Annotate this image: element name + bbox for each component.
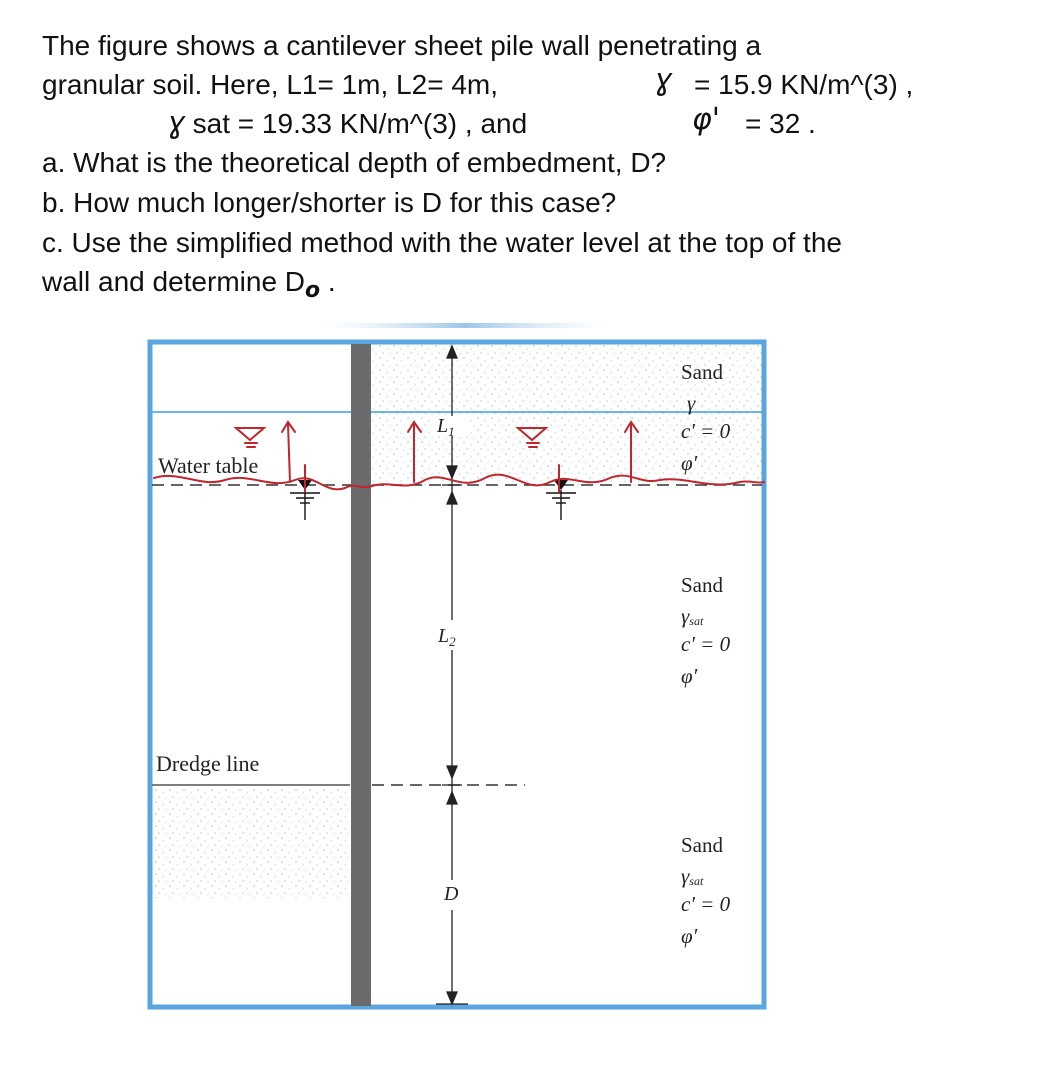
layer-1-cohesion: c′ = 0 — [681, 419, 731, 443]
dim-arrow-l2-top — [446, 490, 458, 505]
red-water-lines-left — [244, 442, 258, 448]
layer-1-gamma: γ — [687, 391, 696, 415]
gamma-sat-symbol: ɣ — [167, 106, 185, 141]
dim-arrow-d-top — [446, 790, 458, 805]
water-table-label: Water table — [158, 453, 258, 478]
layer-3-phi: φ′ — [681, 924, 698, 948]
dim-label-l1: L1 — [436, 415, 455, 439]
d-subscript: o — [305, 278, 321, 303]
sheet-pile-wall — [351, 344, 371, 1006]
layer-2-phi: φ′ — [681, 664, 698, 688]
layer-3-properties: Sand γsat c′ = 0 φ′ — [681, 833, 731, 948]
given-gamma: = 15.9 KN/m^(3) , — [694, 69, 914, 100]
dim-arrow-l1-bottom — [446, 465, 458, 480]
red-water-lines-right — [526, 442, 540, 448]
given-lengths: granular soil. Here, L1= 1m, L2= 4m, — [42, 69, 499, 100]
problem-line-1: The figure shows a cantilever sheet pile… — [42, 30, 762, 61]
layer-2-gamma-sat: γsat — [681, 604, 704, 628]
red-water-triangle-right — [515, 427, 549, 442]
problem-line-2: granular soil. Here, L1= 1m, L2= 4m, ɣ =… — [42, 63, 913, 104]
problem-line-3: ɣ sat = 19.33 KN/m^(3) , and φ' = 32 . — [167, 102, 816, 143]
water-table-symbol-right — [546, 480, 576, 520]
sand-fill-left-passive — [152, 788, 352, 898]
sand-fill-right-top — [368, 344, 762, 485]
layer-3-soil: Sand — [681, 833, 724, 857]
question-c-text: wall and determine D — [42, 266, 306, 297]
given-phi: = 32 . — [745, 108, 816, 139]
frame-top-highlight — [325, 323, 605, 328]
dim-arrow-top — [446, 344, 458, 359]
question-c-line-1: c. Use the simplified method with the wa… — [42, 227, 842, 258]
red-arrow-up-right — [624, 420, 639, 483]
red-arrow-up-left — [281, 420, 296, 483]
layer-1-phi: φ′ — [681, 451, 698, 475]
layer-1-properties: Sand γ c′ = 0 φ′ — [681, 360, 731, 475]
layer-2-cohesion: c′ = 0 — [681, 632, 731, 656]
d-label-bg — [434, 880, 470, 910]
dim-label-l2: L2 — [437, 625, 456, 649]
layer-2-soil: Sand — [681, 573, 724, 597]
red-arrow-up-center — [407, 420, 422, 483]
question-c-line-2: wall and determine Do . — [42, 262, 336, 310]
question-b: b. How much longer/shorter is D for this… — [42, 187, 617, 218]
sheet-pile-figure: L1 L2 D Water table Dredge line Sand γ c… — [147, 323, 767, 1010]
question-a: a. What is the theoretical depth of embe… — [42, 147, 667, 178]
dredge-line-label: Dredge line — [156, 751, 259, 776]
l1-label-bg — [434, 416, 470, 436]
dim-label-d: D — [443, 883, 459, 905]
gamma-symbol: ɣ — [654, 63, 672, 98]
dim-arrow-d-bottom — [446, 991, 458, 1006]
figure-frame — [147, 339, 767, 1010]
red-annotations — [153, 420, 765, 493]
phi-symbol: φ' — [692, 102, 721, 137]
given-gamma-sat: sat = 19.33 KN/m^(3) , and — [192, 108, 528, 139]
layer-2-properties: Sand γsat c′ = 0 φ′ — [681, 573, 731, 688]
layer-3-gamma-sat: γsat — [681, 864, 704, 888]
layer-1-soil: Sand — [681, 360, 724, 384]
layer-3-cohesion: c′ = 0 — [681, 892, 731, 916]
dim-arrow-l2-bottom — [446, 765, 458, 780]
question-c-end: . — [320, 266, 336, 297]
red-water-triangle-left — [233, 427, 267, 442]
l2-label-bg — [434, 620, 470, 650]
red-wavy-water-line — [153, 473, 765, 491]
